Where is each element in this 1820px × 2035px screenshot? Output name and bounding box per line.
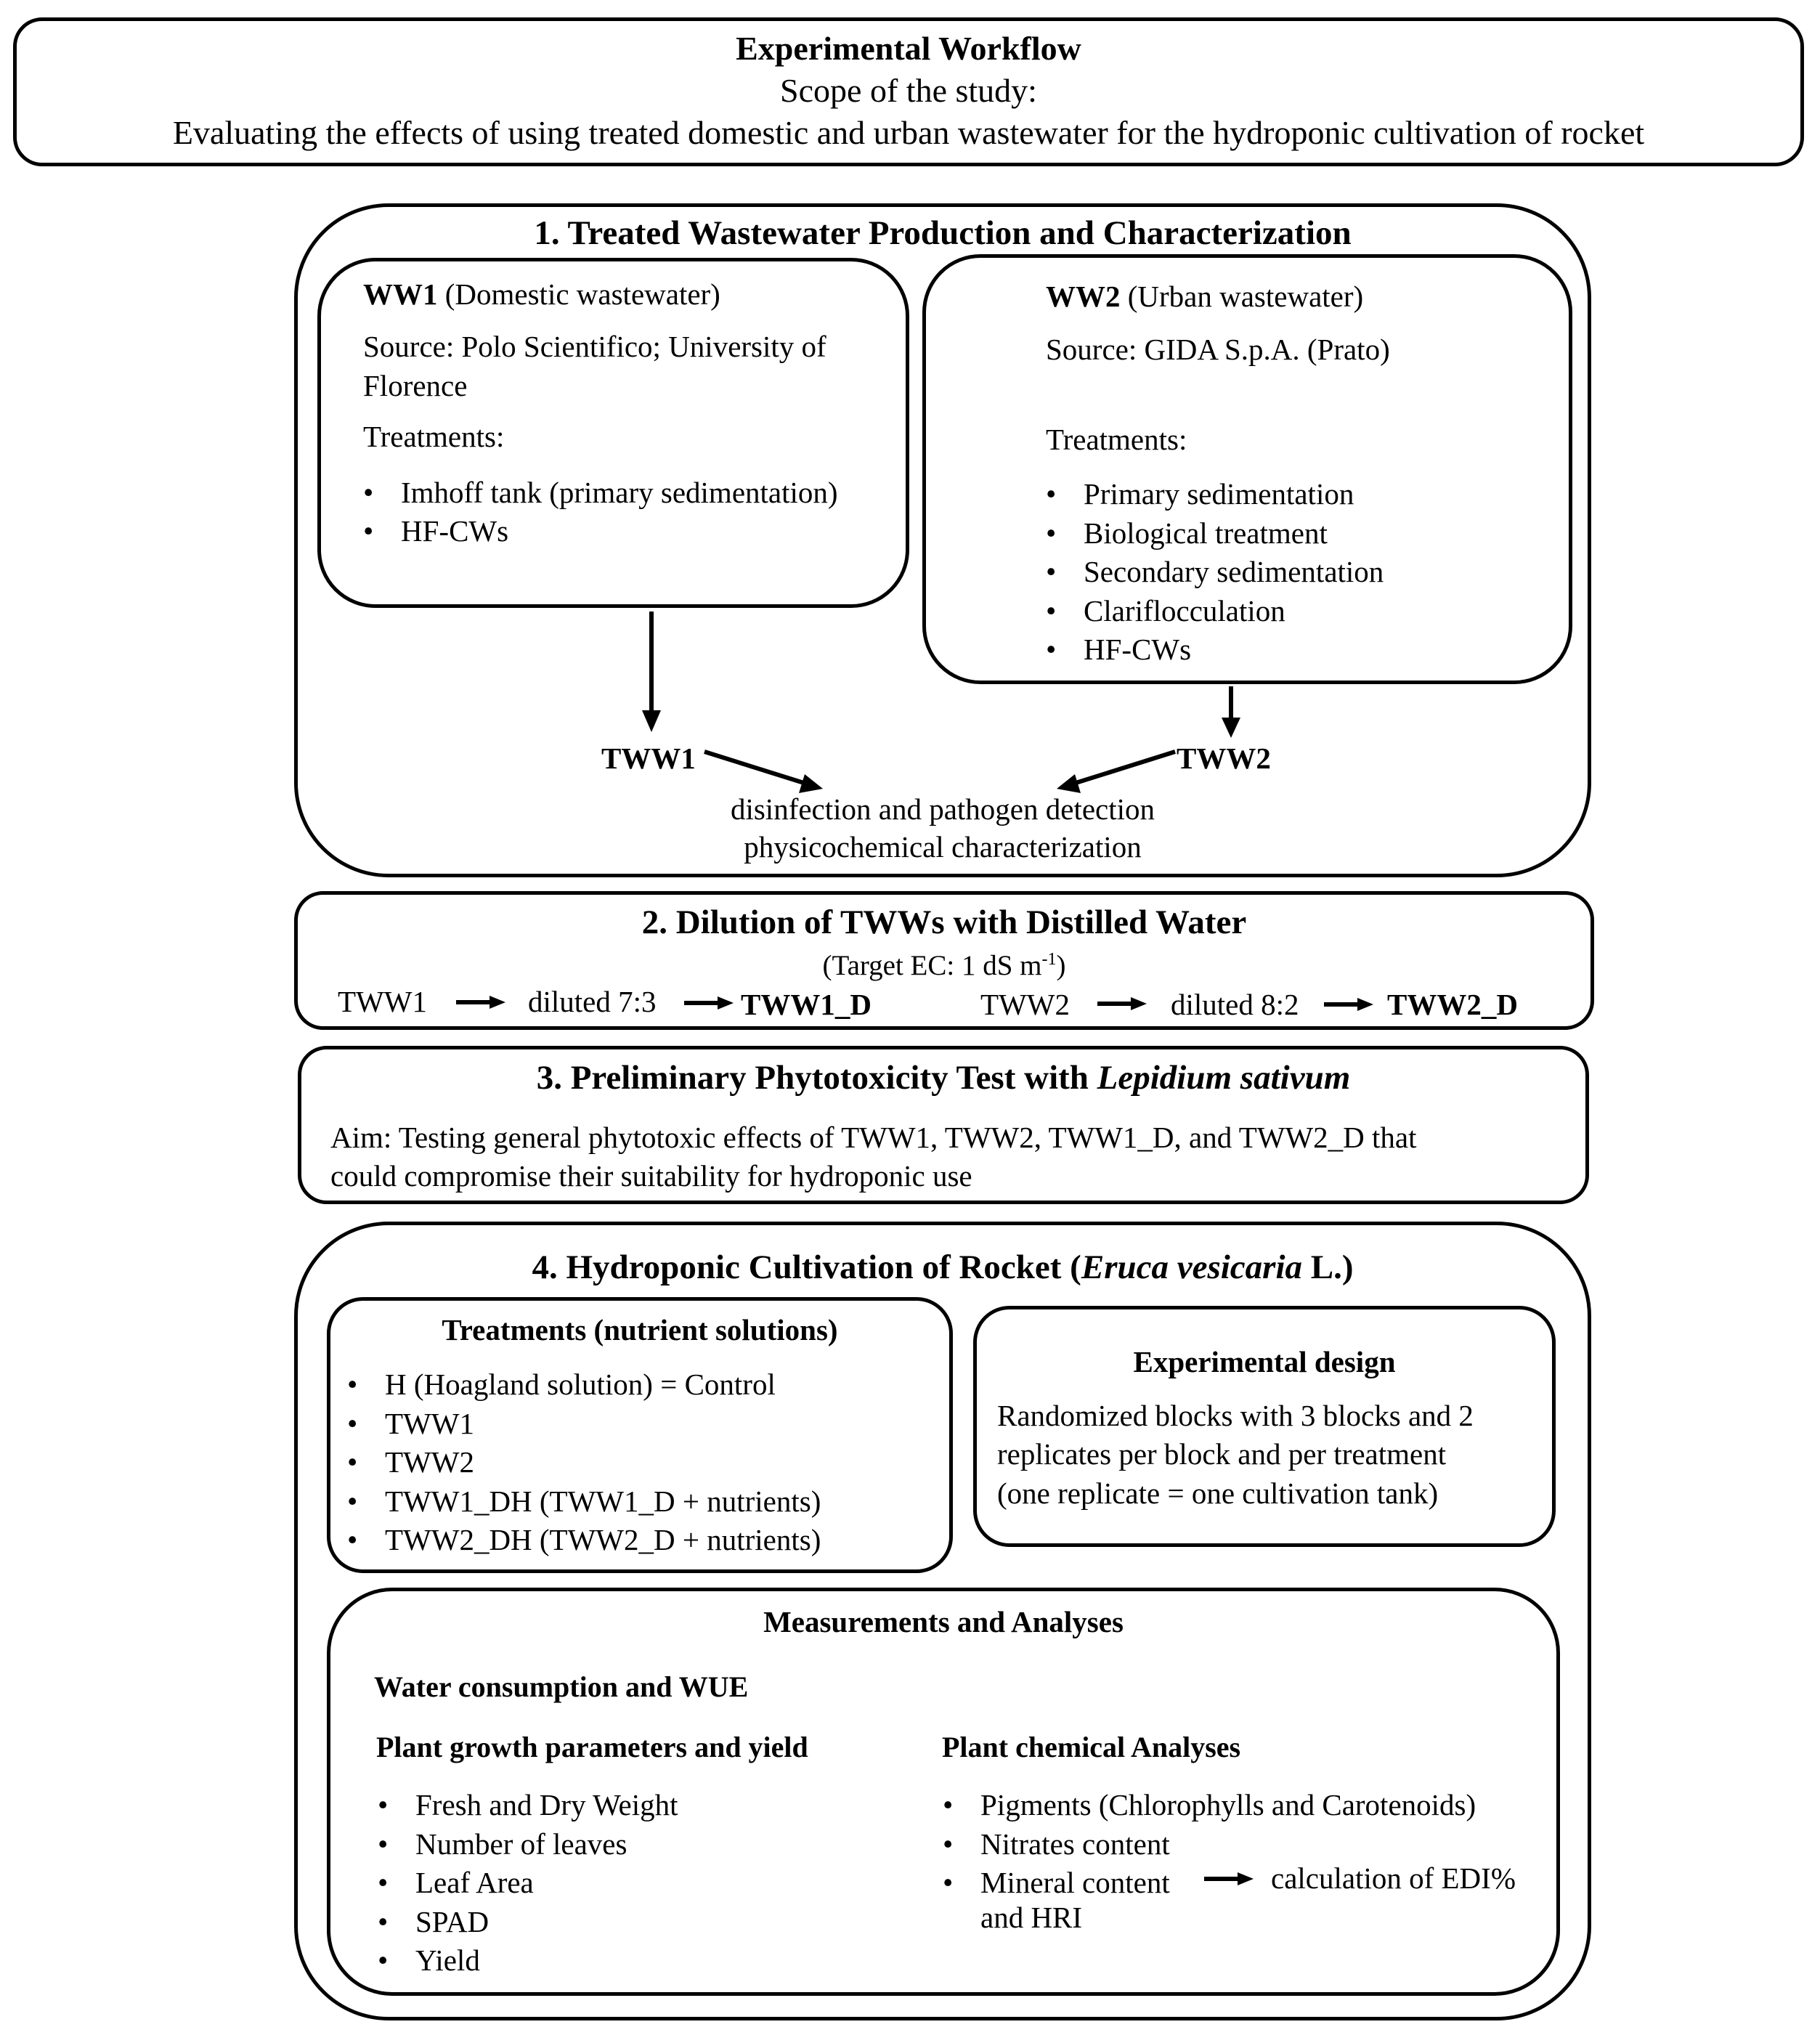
section3-title-species: Lepidium sativum: [1097, 1059, 1351, 1097]
list-item: TWW1_DH (TWW1_D + nutrients): [347, 1482, 821, 1522]
section4-title-prefix: 4. Hydroponic Cultivation of Rocket (: [532, 1248, 1081, 1286]
ww2-heading: WW2 (Urban wastewater): [1046, 282, 1363, 312]
tww1-label: TWW1: [601, 742, 696, 775]
ww1-desc: (Domestic wastewater): [437, 277, 720, 311]
measurements-title: Measurements and Analyses: [763, 1605, 1124, 1638]
section2-title: 2. Dilution of TWWs with Distilled Water: [641, 903, 1247, 941]
treatments-title: Treatments (nutrient solutions): [442, 1313, 838, 1346]
list-item: TWW2: [347, 1443, 821, 1482]
process-line1: disinfection and pathogen detection: [730, 792, 1155, 826]
scope-label: Scope of the study:: [780, 72, 1037, 109]
list-item: Leaf Area: [378, 1864, 678, 1903]
list-item: HF-CWs: [1046, 630, 1384, 670]
chem-list: Pigments (Chlorophylls and Carotenoids) …: [943, 1786, 1476, 1903]
list-item: Imhoff tank (primary sedimentation): [363, 474, 838, 512]
section3-title-text: 3. Preliminary Phytotoxicity Test with: [536, 1059, 1097, 1097]
list-item: Biological treatment: [1046, 514, 1384, 553]
section1-title: 1. Treated Wastewater Production and Cha…: [534, 214, 1352, 252]
dilution-right-step: diluted 8:2: [1171, 988, 1299, 1021]
dilution-left-step: diluted 7:3: [528, 985, 657, 1018]
target-sup: -1: [1041, 950, 1057, 969]
target-prefix: (Target EC: 1 dS m: [822, 950, 1042, 981]
ww1-treatments-list: Imhoff tank (primary sedimentation) HF-C…: [363, 474, 838, 551]
chem-title: Plant chemical Analyses: [942, 1731, 1241, 1763]
section4-title-suffix: L.): [1302, 1248, 1354, 1286]
ww2-treatments-list: Primary sedimentation Biological treatme…: [1046, 475, 1384, 670]
ww1-source-line1: Source: Polo Scientifico; University of: [363, 330, 826, 363]
ww2-desc: (Urban wastewater): [1120, 280, 1364, 313]
design-title: Experimental design: [1133, 1345, 1396, 1378]
design-box: [973, 1306, 1556, 1547]
list-item: Fresh and Dry Weight: [378, 1786, 678, 1825]
design-line1: Randomized blocks with 3 blocks and 2: [997, 1399, 1474, 1432]
water-consumption: Water consumption and WUE: [374, 1670, 749, 1703]
ww1-name: WW1: [363, 277, 438, 311]
list-item: Pigments (Chlorophylls and Carotenoids): [943, 1786, 1476, 1825]
section3-aim-line2: could compromise their suitability for h…: [330, 1159, 972, 1193]
treatments-list: H (Hoagland solution) = Control TWW1 TWW…: [347, 1365, 821, 1560]
header-box: [13, 17, 1804, 166]
section3-box: [298, 1046, 1589, 1204]
section4-title: 4. Hydroponic Cultivation of Rocket (Eru…: [294, 1251, 1591, 1285]
tww2-label: TWW2: [1177, 742, 1271, 775]
section2-target: (Target EC: 1 dS m-1): [294, 951, 1594, 980]
process-line2: physicochemical characterization: [744, 830, 1142, 864]
list-item: TWW1: [347, 1405, 821, 1444]
scope-text: Evaluating the effects of using treated …: [172, 114, 1645, 151]
mineral-result-line1: calculation of EDI%: [1271, 1861, 1516, 1895]
list-item: Primary sedimentation: [1046, 475, 1384, 514]
list-item: Yield: [378, 1941, 678, 1981]
list-item: TWW2_DH (TWW2_D + nutrients): [347, 1521, 821, 1560]
section2-box: [294, 891, 1594, 1030]
list-item: H (Hoagland solution) = Control: [347, 1365, 821, 1405]
list-item: Secondary sedimentation: [1046, 553, 1384, 592]
list-item: Mineral content: [943, 1864, 1476, 1903]
ww2-name: WW2: [1046, 280, 1121, 313]
mineral-result-line2: and HRI: [980, 1901, 1083, 1934]
list-item: Nitrates content: [943, 1825, 1476, 1864]
list-item: HF-CWs: [363, 512, 838, 551]
ww2-treatments-label: Treatments:: [1046, 423, 1187, 456]
growth-title: Plant growth parameters and yield: [376, 1731, 808, 1763]
growth-list: Fresh and Dry Weight Number of leaves Le…: [378, 1786, 678, 1981]
section4-title-species: Eruca vesicaria: [1081, 1248, 1303, 1286]
design-line3: (one replicate = one cultivation tank): [997, 1477, 1439, 1510]
section3-aim-line1: Aim: Testing general phytotoxic effects …: [330, 1121, 1417, 1154]
dilution-right-input: TWW2: [980, 988, 1070, 1021]
target-suffix: ): [1056, 950, 1066, 981]
design-line2: replicates per block and per treatment: [997, 1437, 1447, 1471]
ww1-treatments-label: Treatments:: [363, 420, 505, 453]
list-item: SPAD: [378, 1903, 678, 1942]
list-item: Number of leaves: [378, 1825, 678, 1864]
workflow-title: Experimental Workflow: [736, 30, 1081, 67]
dilution-left-output: TWW1_D: [741, 988, 872, 1021]
dilution-left-input: TWW1: [338, 985, 427, 1018]
section3-title: 3. Preliminary Phytotoxicity Test with L…: [298, 1061, 1589, 1095]
list-item: Clariflocculation: [1046, 592, 1384, 631]
dilution-right-output: TWW2_D: [1387, 988, 1518, 1021]
ww1-heading: WW1 (Domestic wastewater): [363, 280, 720, 309]
ww2-source: Source: GIDA S.p.A. (Prato): [1046, 333, 1390, 366]
ww1-source-line2: Florence: [363, 369, 468, 402]
